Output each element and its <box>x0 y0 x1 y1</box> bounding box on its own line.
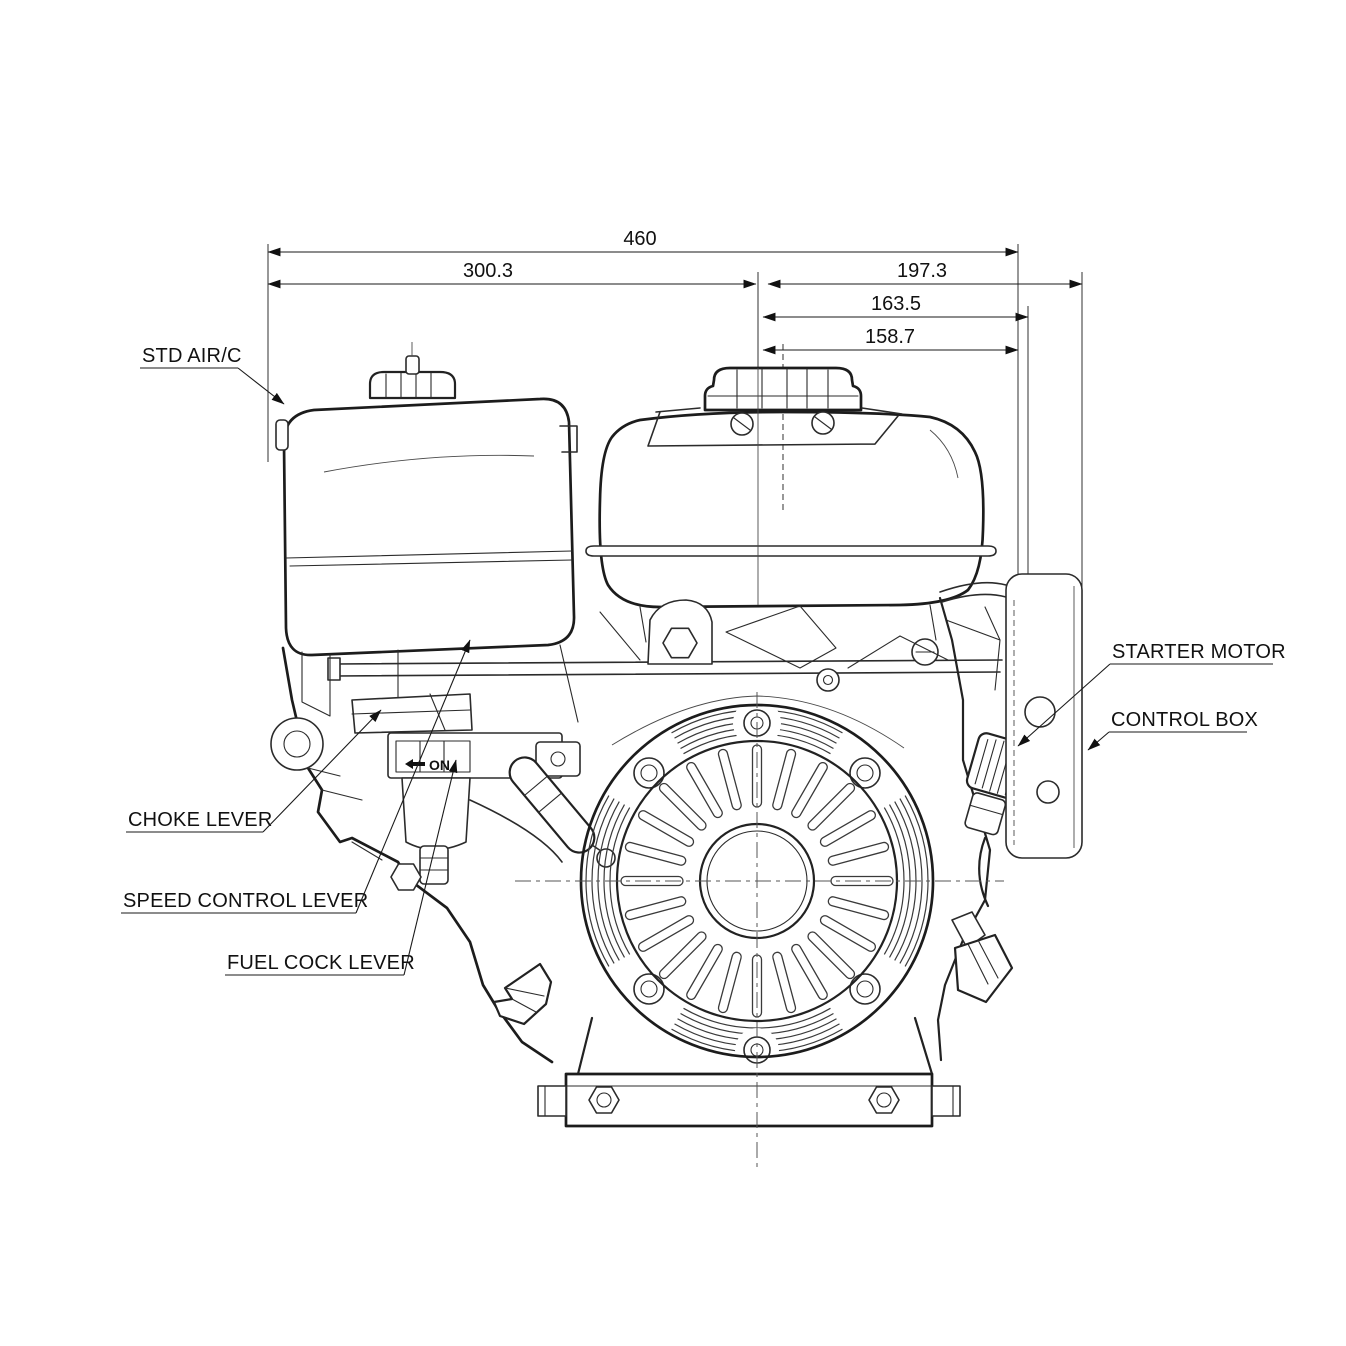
fuel-on-marking: ON <box>405 757 450 773</box>
dimension-197-3-value: 197.3 <box>897 260 947 282</box>
fuel-cock-body <box>535 741 581 777</box>
dimension-300-3-value: 300.3 <box>463 260 513 282</box>
base-stub-left <box>537 1085 567 1117</box>
speed-control-lever-label: SPEED CONTROL LEVER <box>123 890 368 912</box>
choke-lever-label: CHOKE LEVER <box>128 809 272 831</box>
base-stub-right <box>931 1085 961 1117</box>
base-bolt-right <box>868 1086 900 1114</box>
fuel-filler-cap <box>703 366 863 412</box>
air-cleaner <box>275 342 578 657</box>
starter-motor-label: STARTER MOTOR <box>1112 641 1286 663</box>
case-hex-bolt <box>390 863 422 891</box>
dimension-163-5-value: 163.5 <box>871 293 921 315</box>
dimension-163-5: 163.5 <box>762 293 1029 322</box>
fuel-on-arrow-icon <box>405 759 425 769</box>
std-airc-label: STD AIR/C <box>142 345 242 367</box>
control-box-plate <box>1005 573 1083 859</box>
control-box-hole-lower <box>1036 780 1060 804</box>
base-bolt-left <box>588 1086 620 1114</box>
control-box-label: CONTROL BOX <box>1111 709 1258 731</box>
left-crankcase <box>270 646 554 1064</box>
callouts: STD AIR/C STARTER MOTOR CONTROL BOX CHOK… <box>121 345 1286 976</box>
cover-bolts <box>633 709 881 1064</box>
air-cleaner-left-tab <box>275 419 289 451</box>
dimension-158-7: 158.7 <box>762 326 1019 355</box>
tank-mount-rod <box>585 545 997 557</box>
callout-starter-motor: STARTER MOTOR <box>1017 641 1286 747</box>
callout-std-airc: STD AIR/C <box>140 345 285 405</box>
hex-bolt <box>662 627 698 659</box>
dimension-460-value: 460 <box>623 228 656 250</box>
callout-speed-control-lever: SPEED CONTROL LEVER <box>121 639 471 914</box>
exhaust-stubs <box>951 911 1014 1004</box>
bowl-drain <box>419 845 449 885</box>
dimension-460: 460 <box>267 228 1019 257</box>
fuel-on-label: ON <box>429 757 450 773</box>
fuel-cock-lever-label: FUEL COCK LEVER <box>227 952 415 974</box>
right-side <box>936 573 1083 1062</box>
linkage-band <box>301 599 1003 749</box>
callout-control-box: CONTROL BOX <box>1087 709 1258 751</box>
air-cleaner-cap <box>368 342 457 400</box>
case-boss <box>270 717 324 771</box>
cooling-slots <box>620 744 894 1018</box>
dimension-300-3: 300.3 <box>267 260 757 289</box>
control-box <box>939 573 1083 859</box>
callout-choke-lever: CHOKE LEVER <box>126 709 382 833</box>
base-plate <box>564 1072 934 1128</box>
dimension-158-7-value: 158.7 <box>865 326 915 348</box>
callout-fuel-cock-lever: FUEL COCK LEVER <box>225 759 458 976</box>
dimension-system: 460 300.3 197.3 163.5 158.7 <box>267 228 1083 706</box>
round-screw <box>816 668 840 692</box>
engine-line-art: ON <box>270 342 1083 1170</box>
air-cleaner-right-tab <box>559 425 578 453</box>
fuel-tank <box>585 366 997 643</box>
centerlines <box>515 368 1004 1170</box>
float-bowl <box>401 777 471 851</box>
pto-shaft <box>492 962 553 1026</box>
dimension-197-3: 197.3 <box>767 260 1083 289</box>
mounting-base <box>537 1016 961 1128</box>
tank-mount-strap <box>647 407 903 447</box>
